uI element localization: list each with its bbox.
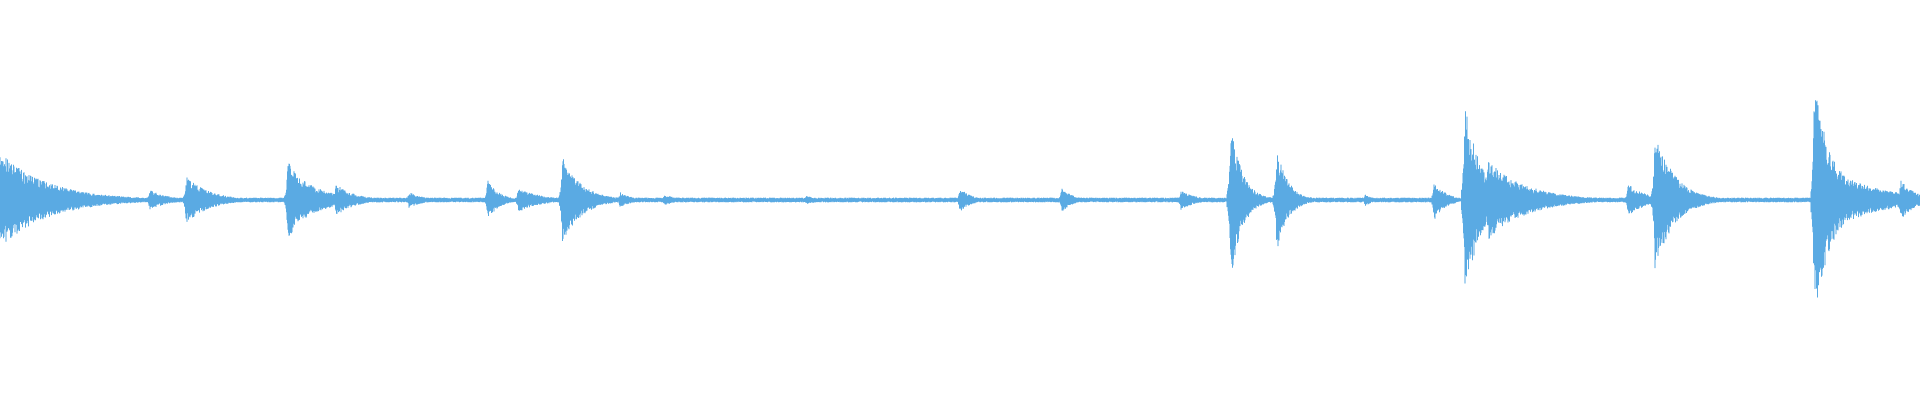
waveform-trace: [0, 100, 1920, 298]
